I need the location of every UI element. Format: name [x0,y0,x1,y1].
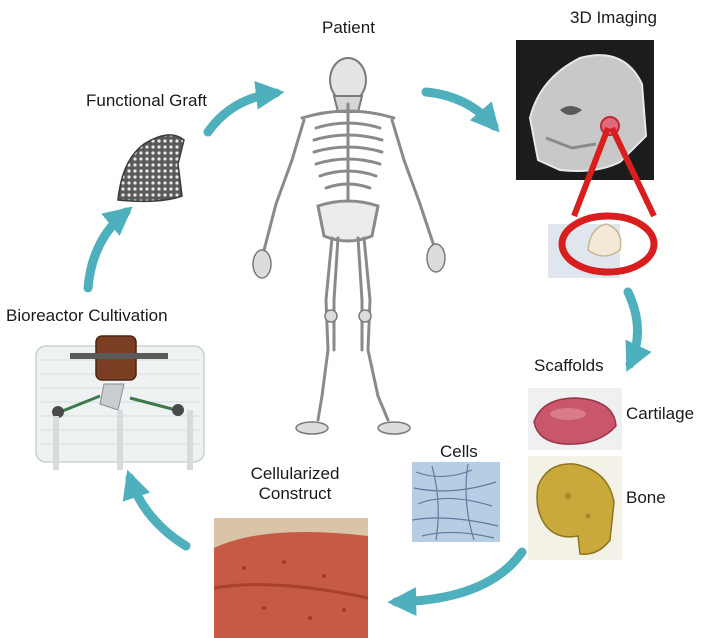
bone-scaffold-photo [528,456,622,560]
cell-culture-micrograph [412,462,500,542]
cartilage-scaffold-photo [528,388,622,450]
tissue-section [214,518,368,638]
